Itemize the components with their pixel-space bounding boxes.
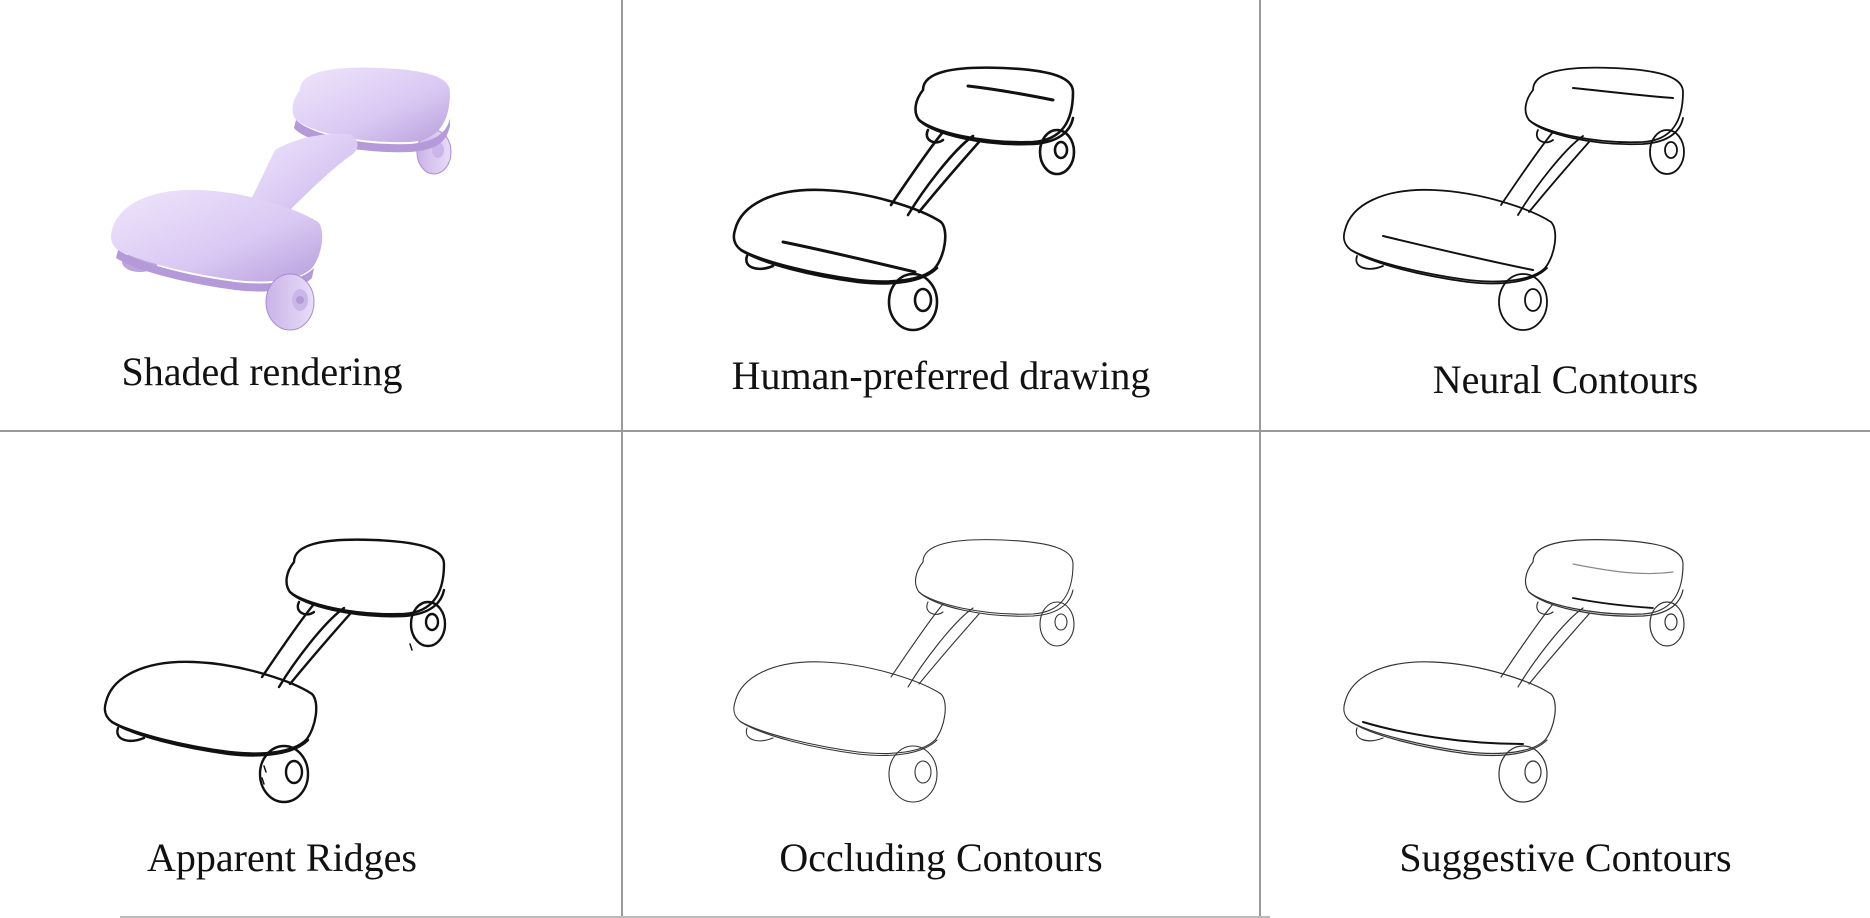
caption-suggestive-contours: Suggestive Contours bbox=[1399, 835, 1732, 880]
panel-neural-contours: Neural Contours bbox=[1261, 0, 1870, 430]
panel-suggestive-contours: Suggestive Contours bbox=[1261, 432, 1870, 916]
divider-vertical-2 bbox=[1259, 0, 1261, 918]
skateboard-shaded-image bbox=[110, 67, 452, 331]
divider-vertical-1 bbox=[621, 0, 623, 918]
skateboard-human-drawing bbox=[732, 66, 1076, 332]
skateboard-apparent-ridges bbox=[103, 538, 447, 804]
caption-human-preferred-drawing: Human-preferred drawing bbox=[731, 353, 1151, 398]
divider-horizontal bbox=[0, 430, 1870, 432]
caption-shaded-rendering: Shaded rendering bbox=[121, 349, 403, 394]
caption-apparent-ridges: Apparent Ridges bbox=[147, 835, 417, 880]
panel-shaded-rendering: Shaded rendering bbox=[0, 0, 620, 430]
caption-occluding-contours: Occluding Contours bbox=[779, 835, 1103, 880]
panel-apparent-ridges: Apparent Ridges bbox=[0, 432, 620, 916]
divider-bottom bbox=[120, 916, 1270, 918]
skateboard-neural-contours bbox=[1342, 66, 1685, 331]
panel-occluding-contours: Occluding Contours bbox=[623, 432, 1259, 916]
skateboard-suggestive-contours bbox=[1343, 539, 1685, 803]
caption-neural-contours: Neural Contours bbox=[1432, 357, 1699, 402]
panel-human-preferred-drawing: Human-preferred drawing bbox=[623, 0, 1259, 430]
